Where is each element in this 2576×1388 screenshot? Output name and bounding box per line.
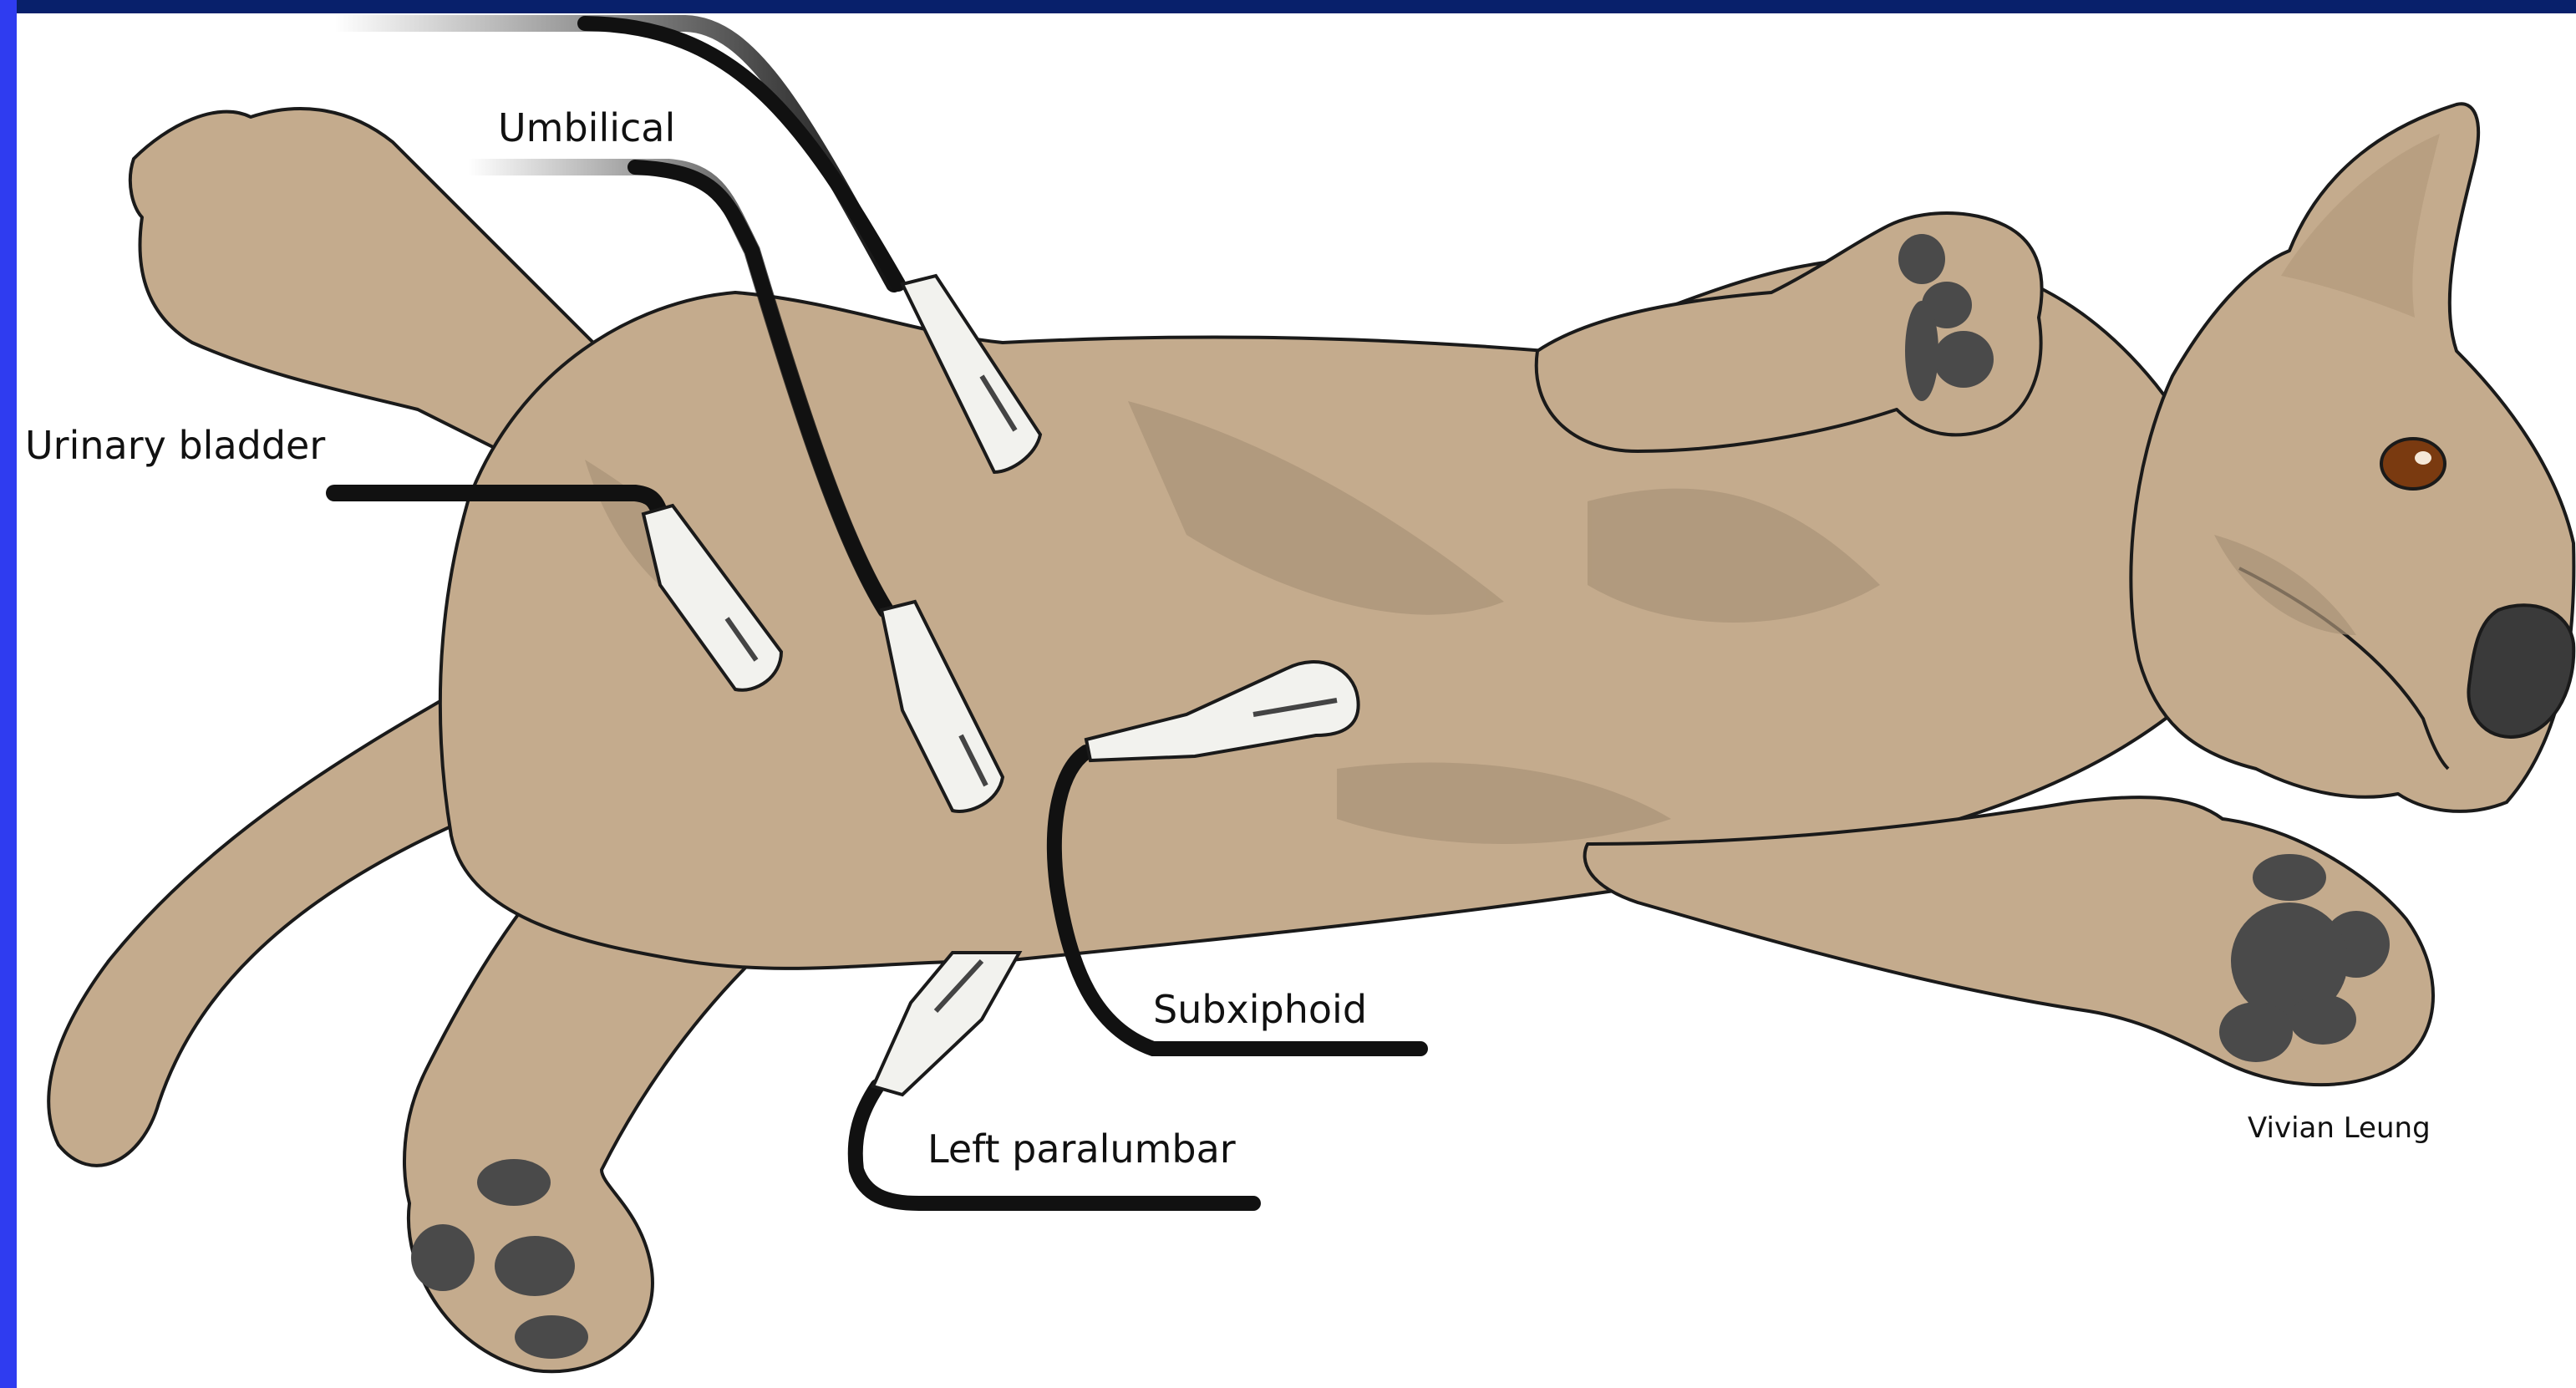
left-paralumbar-probe [873,953,1019,1095]
label-left-paralumbar: Left paralumbar [927,1130,1236,1168]
dog-eye [2381,439,2445,489]
dog-tail [48,685,468,1166]
dog-nose [2468,605,2573,737]
artist-credit: Vivian Leung [2248,1114,2431,1142]
label-subxiphoid: Subxiphoid [1153,990,1367,1029]
label-umbilical: Umbilical [498,109,675,147]
label-urinary-bladder: Urinary bladder [25,426,325,465]
